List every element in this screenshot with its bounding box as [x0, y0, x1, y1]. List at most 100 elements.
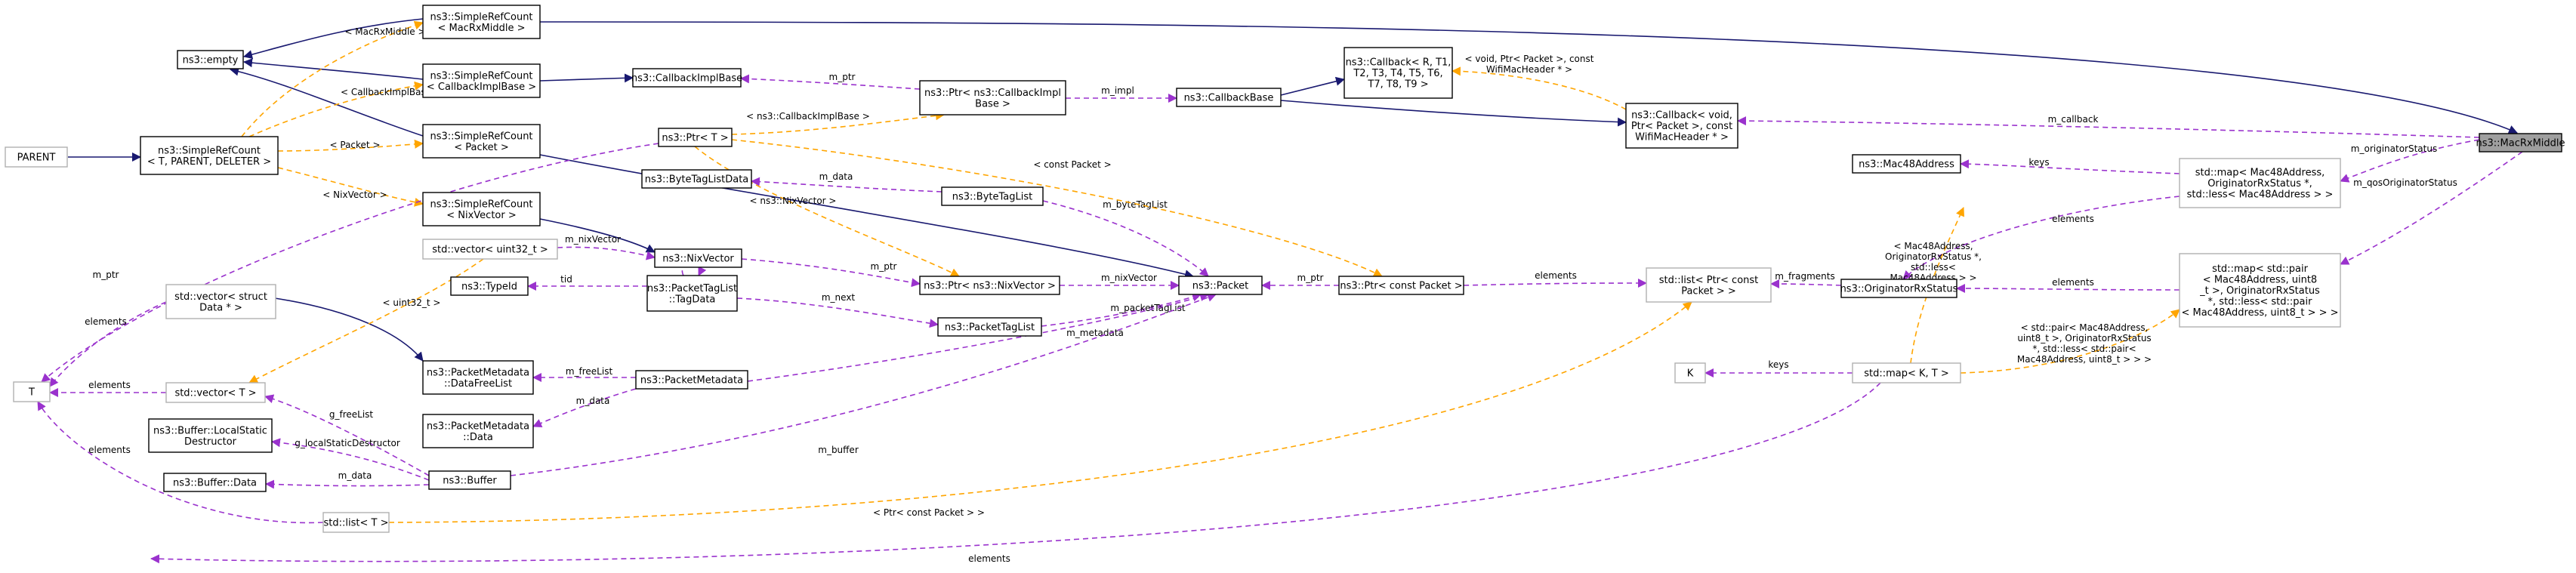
- class-name: std::list< T >: [324, 518, 389, 529]
- edge-line: [1737, 116, 2480, 138]
- edge-usage: tid: [527, 274, 647, 291]
- class-node[interactable]: T: [13, 381, 51, 402]
- class-box: [641, 169, 752, 189]
- class-node[interactable]: ns3::Buffer: [428, 470, 511, 490]
- edge-usage: m_impl: [1066, 85, 1177, 103]
- edge-label: m_data: [819, 171, 853, 182]
- edge-label: keys: [1768, 359, 1788, 370]
- class-box: [1625, 103, 1738, 149]
- class-node[interactable]: ns3::PacketMetadata::Data: [422, 414, 534, 448]
- class-node[interactable]: ns3::Ptr< T >: [658, 128, 733, 147]
- edge-line: [736, 297, 939, 328]
- class-box: [13, 381, 51, 402]
- class-node[interactable]: ns3::PacketMetadata: [635, 370, 748, 390]
- edge-line: [150, 382, 1881, 564]
- edge-label: tid: [560, 274, 572, 285]
- class-name: ns3::ByteTagList: [952, 192, 1032, 203]
- class-node[interactable]: ns3::SimpleRefCount< MacRxMiddle >: [422, 5, 541, 39]
- edge-label: m_fragments: [1775, 271, 1834, 282]
- class-name: K: [1687, 368, 1694, 380]
- class-node[interactable]: ns3::SimpleRefCount< NixVector >: [422, 192, 541, 226]
- class-node[interactable]: ns3::TypeId: [450, 276, 529, 296]
- class-node[interactable]: ns3::empty: [177, 50, 244, 69]
- edge-usage: m_nixVector: [1060, 273, 1180, 290]
- edge-label: < ns3::CallbackImplBase >: [746, 111, 870, 122]
- edge-line: [49, 301, 167, 387]
- edge-usage: m_buffer: [510, 293, 1217, 476]
- edge-line: [2340, 139, 2480, 183]
- class-node[interactable]: ns3::Callback< void,Ptr< Packet >, const…: [1625, 103, 1738, 149]
- edge-usage: m_ptr: [41, 143, 659, 383]
- class-node[interactable]: ns3::NixVector: [654, 248, 742, 268]
- class-name: ns3::CallbackBase: [1184, 93, 1274, 104]
- edge-label: elements: [85, 316, 127, 327]
- class-box: [422, 63, 541, 98]
- class-name: ns3::empty: [183, 55, 239, 66]
- class-box: [177, 50, 244, 69]
- class-node[interactable]: ns3::SimpleRefCount< T, PARENT, DELETER …: [140, 136, 279, 175]
- class-node[interactable]: ns3::Callback< R, T1,T2, T3, T4, T5, T6,…: [1344, 47, 1453, 99]
- class-node[interactable]: K: [1674, 362, 1706, 384]
- class-box: [1178, 276, 1263, 295]
- class-box: [1840, 279, 1957, 298]
- edge-line: [1960, 309, 2180, 374]
- class-node[interactable]: std::vector< T >: [165, 382, 266, 403]
- class-node[interactable]: PARENT: [5, 146, 68, 168]
- class-node[interactable]: ns3::PacketTagList: [937, 317, 1042, 337]
- edge-label: elements: [2052, 277, 2094, 288]
- edge-usage: m_fragments: [1770, 271, 1842, 289]
- edge-line: [694, 146, 960, 277]
- class-name: ns3::NixVector: [662, 254, 734, 265]
- class-node[interactable]: std::map< std::pair< Mac48Address, uint8…: [2179, 253, 2341, 328]
- edge-usage: m_next: [736, 292, 939, 328]
- class-box: [1674, 362, 1706, 384]
- class-node[interactable]: ns3::ByteTagListData: [641, 169, 752, 189]
- edge-line: [1960, 159, 2180, 174]
- class-box: [919, 80, 1066, 116]
- edge-label: m_qosOriginatorStatus: [2353, 177, 2457, 188]
- class-node[interactable]: ns3::Ptr< ns3::NixVector >: [919, 276, 1060, 295]
- edge-label: elements: [1535, 270, 1577, 281]
- class-node[interactable]: ns3::ByteTagList: [941, 186, 1044, 206]
- class-node[interactable]: ns3::OriginatorRxStatus: [1840, 279, 1958, 298]
- class-node[interactable]: ns3::PacketMetadata::DataFreeList: [422, 360, 534, 395]
- class-box: [140, 136, 279, 175]
- class-node[interactable]: std::list< T >: [322, 512, 390, 533]
- class-node[interactable]: ns3::Ptr< const Packet >: [1338, 276, 1464, 295]
- class-box: [165, 382, 266, 403]
- class-node[interactable]: ns3::PacketTagList::TagData: [646, 275, 738, 312]
- class-node[interactable]: std::map< K, T >: [1852, 362, 1961, 384]
- edge-line: [1902, 196, 2180, 280]
- class-node[interactable]: ns3::Mac48Address: [1852, 154, 1961, 174]
- class-node[interactable]: ns3::Packet: [1178, 276, 1263, 295]
- class-node-target[interactable]: ns3::MacRxMiddle: [2476, 133, 2565, 152]
- edge-inheritance: [1280, 76, 1345, 96]
- edge-inheritance: [230, 66, 424, 137]
- edge-line: [539, 73, 634, 83]
- class-box: [654, 248, 742, 268]
- edge-usage: elements: [37, 401, 324, 524]
- class-node[interactable]: std::vector< uint32_t >: [422, 239, 558, 260]
- node-layer: ns3::MacRxMiddlens3::emptyns3::SimpleRef…: [5, 5, 2565, 533]
- edge-line: [1280, 100, 1627, 127]
- edge-line: [1463, 279, 1647, 288]
- class-node[interactable]: ns3::CallbackBase: [1176, 88, 1282, 107]
- class-box: [422, 239, 558, 260]
- edge-usage: elements: [1902, 196, 2180, 280]
- class-name: ns3::Ptr< T >: [662, 133, 728, 144]
- class-node[interactable]: ns3::Buffer::Data: [163, 473, 267, 492]
- edge-line: [1041, 292, 1202, 327]
- edge-inheritance: [274, 297, 424, 362]
- class-node[interactable]: std::map< Mac48Address,OriginatorRxStatu…: [2179, 158, 2341, 208]
- edge-line: [747, 292, 1209, 382]
- edge-line: [1280, 76, 1345, 96]
- class-node[interactable]: ns3::SimpleRefCount< CallbackImplBase >: [422, 63, 541, 98]
- edge-usage: m_data: [751, 171, 942, 193]
- class-node[interactable]: ns3::CallbackImplBase: [631, 68, 742, 88]
- class-node[interactable]: ns3::SimpleRefCount< Packet >: [422, 124, 541, 159]
